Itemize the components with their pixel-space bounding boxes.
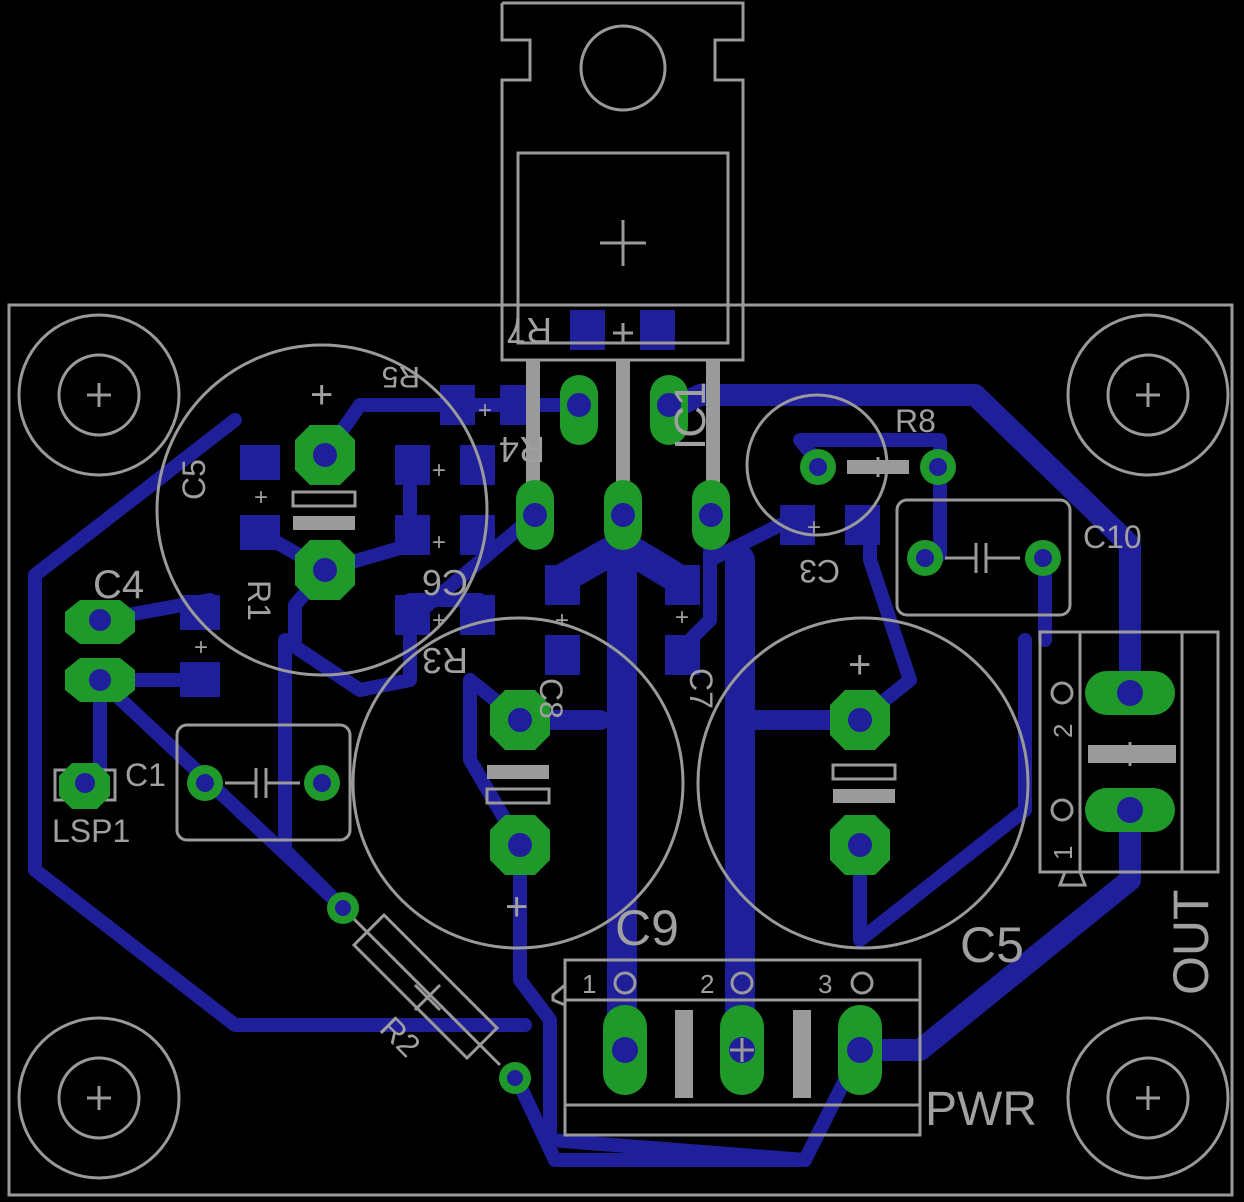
center-marks	[730, 457, 1142, 1062]
c5-left-symbol	[291, 490, 357, 530]
plus-c3: +	[807, 514, 821, 541]
plus-c5-right: +	[848, 643, 871, 687]
c10-outline	[895, 498, 1072, 617]
label-r7: R7	[506, 310, 552, 351]
board-outline	[7, 303, 1234, 1197]
pwr-pin2-label: 2	[700, 969, 714, 999]
plus-c5-smd: +	[254, 484, 268, 511]
out-connector-outline	[1038, 630, 1220, 887]
plus-r3: +	[432, 607, 446, 634]
plus-r5: +	[478, 397, 492, 424]
label-pwr: PWR	[925, 1083, 1037, 1136]
mounting-hole-top-left	[17, 313, 181, 477]
plus-c5-left: +	[310, 373, 333, 417]
out-pin1-label: 1	[1048, 846, 1078, 860]
label-r8: R8	[895, 403, 936, 439]
pwr-pin3-label: 3	[818, 969, 832, 999]
r2-outline	[343, 908, 502, 1067]
ic1-leg-left	[526, 360, 540, 485]
mounting-hole-top-right	[1066, 313, 1230, 477]
c5-right-symbol	[831, 763, 897, 803]
plus-c8-smd: +	[555, 607, 569, 634]
ic1-outline	[500, 1, 745, 362]
label-c4: C4	[93, 563, 144, 607]
plus-c6a: +	[432, 529, 446, 556]
label-c7: C7	[683, 668, 719, 709]
pwr-connector-outline	[551, 958, 922, 1137]
plus-c7: +	[675, 604, 689, 631]
pwr-pin1-label: 1	[582, 969, 596, 999]
label-c8: C8	[533, 678, 569, 719]
plus-r4: +	[432, 457, 446, 484]
label-c5-left: C5	[176, 459, 212, 500]
label-lsp1: LSP1	[52, 813, 130, 849]
label-c3: C3	[799, 553, 840, 589]
c5-left-outline	[155, 343, 489, 677]
c8-symbol	[485, 765, 551, 805]
ic1-leg-mid	[616, 360, 630, 485]
label-out: OUT	[1163, 889, 1219, 995]
label-r1: R1	[241, 580, 277, 621]
label-r5: R5	[382, 360, 420, 393]
c1-outline	[175, 723, 352, 842]
ic1-leg-right	[706, 360, 720, 485]
mounting-hole-bottom-left	[17, 1016, 181, 1180]
c8-outline	[351, 616, 685, 950]
label-c10: C10	[1083, 519, 1142, 555]
mounting-hole-bottom-right	[1066, 1016, 1230, 1180]
plus-c4: +	[194, 634, 208, 661]
label-c9: C9	[615, 900, 679, 956]
through-hole-pads	[59, 375, 1175, 1095]
label-r4: R4	[499, 429, 545, 470]
label-c5-right: C5	[960, 917, 1024, 973]
label-r3: R3	[422, 640, 468, 681]
label-ic1: IC1	[666, 382, 715, 450]
out-pin2-label: 2	[1048, 724, 1078, 738]
label-c6: C6	[422, 562, 468, 603]
plus-c8: +	[505, 885, 528, 929]
c5-right-outline	[696, 616, 1030, 950]
label-c1: C1	[125, 757, 166, 793]
label-r2: R2	[373, 1009, 427, 1063]
